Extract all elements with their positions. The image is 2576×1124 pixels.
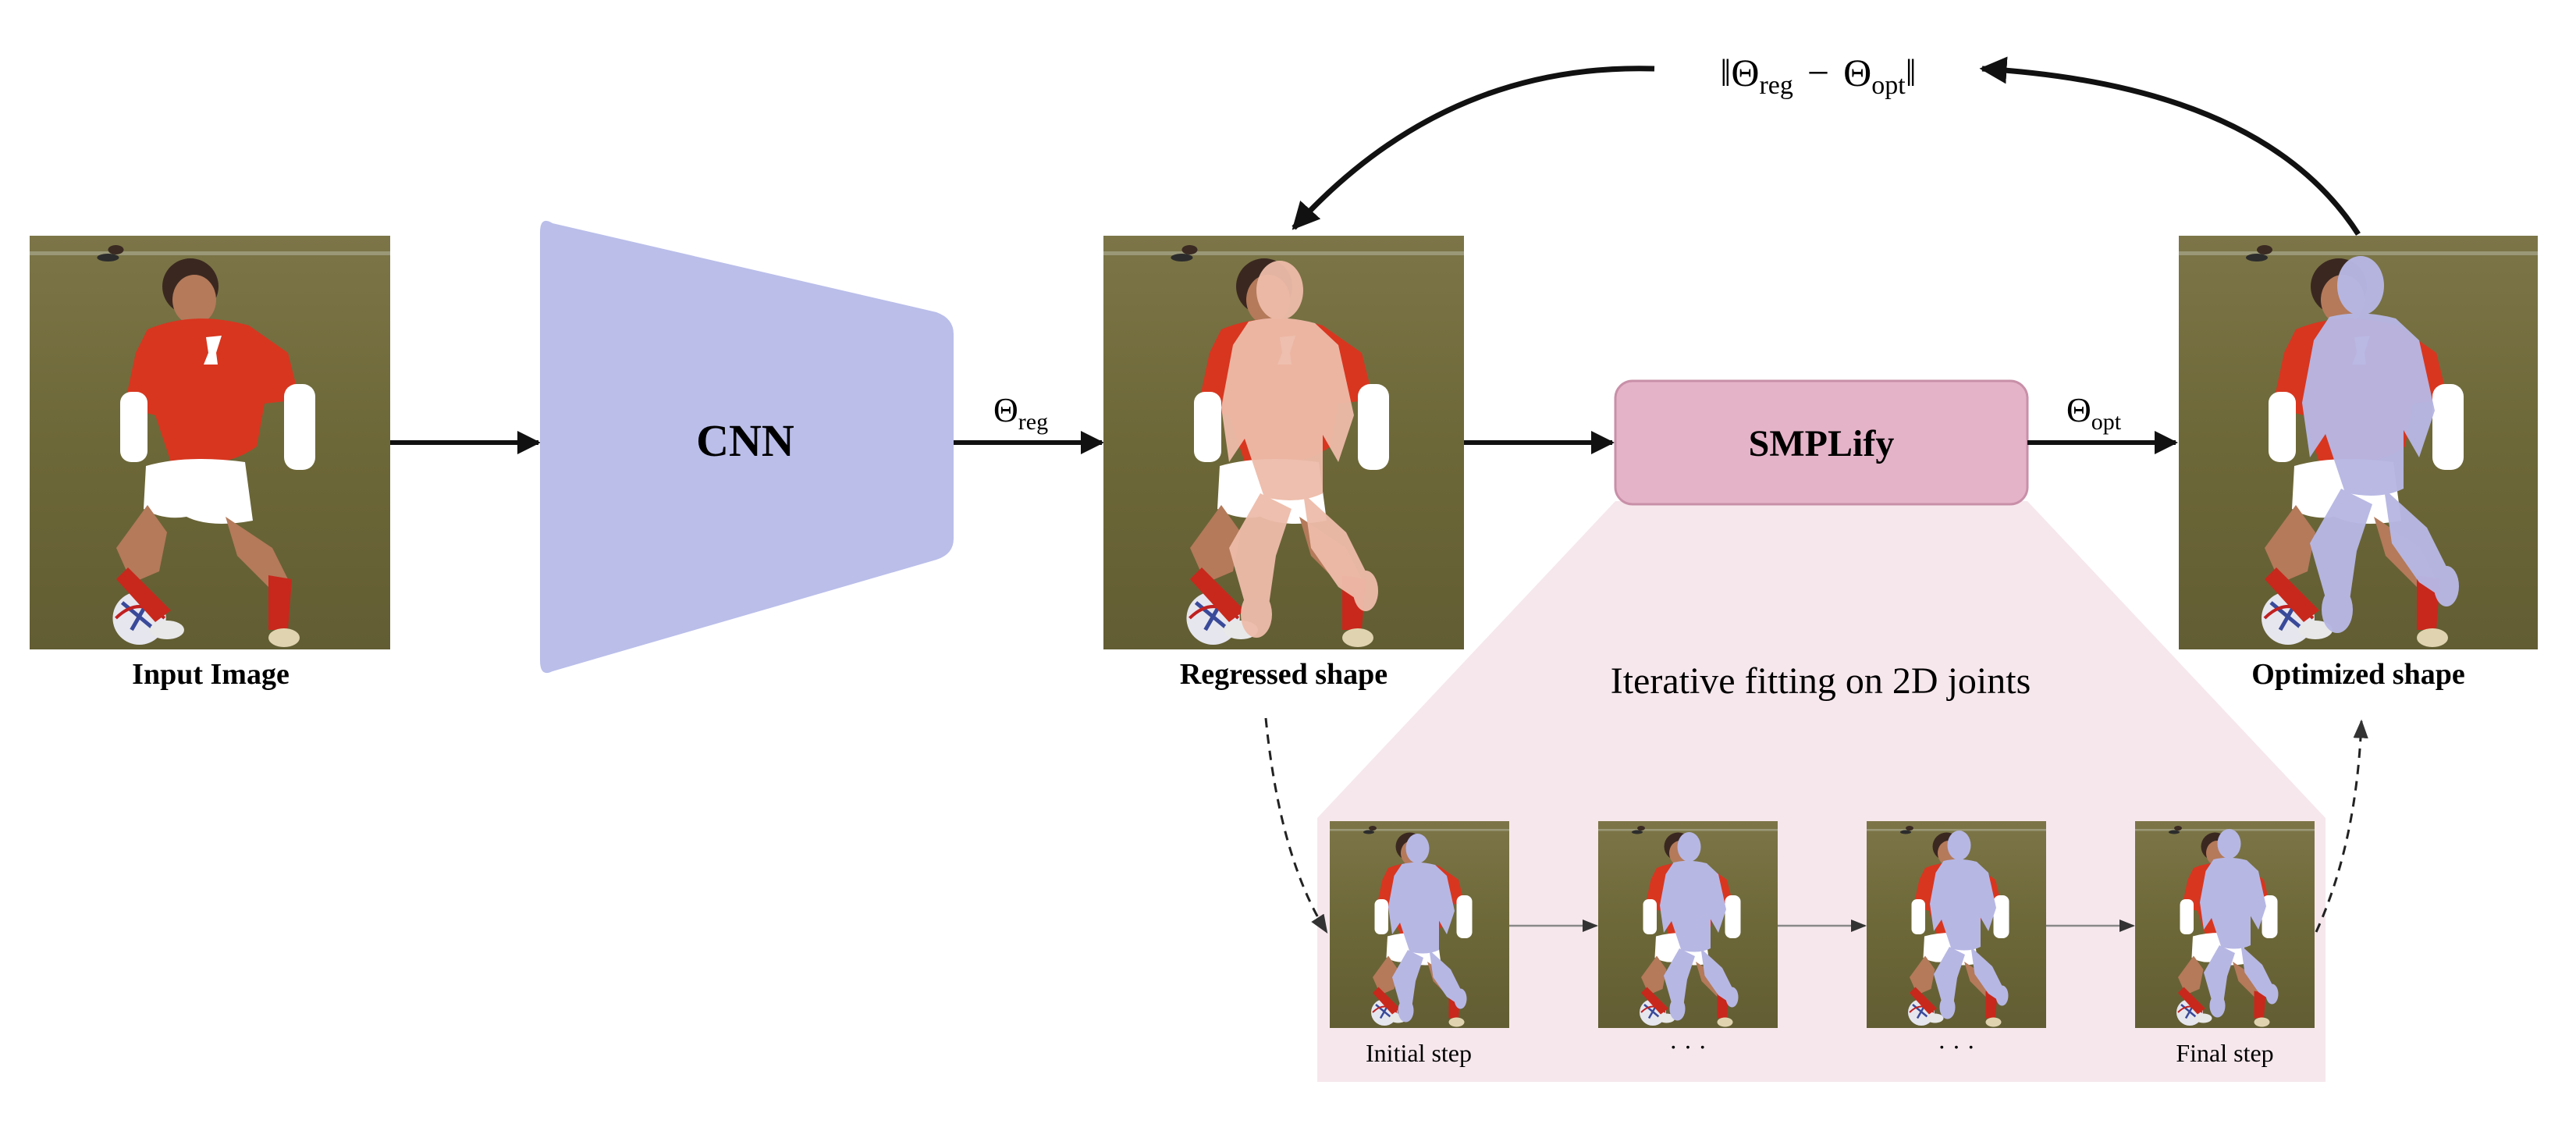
optimized-shape-caption: Optimized shape bbox=[2251, 658, 2464, 691]
theta-reg-symbol: Θ bbox=[993, 391, 1018, 429]
theta-opt-sub: opt bbox=[2091, 409, 2122, 435]
smplify-label: SMPLify bbox=[1749, 423, 1895, 464]
feedback-arrow-right bbox=[1979, 56, 2361, 236]
feedback-arrow-left bbox=[1292, 66, 1655, 230]
theta-opt-label: Θopt bbox=[2066, 391, 2122, 435]
cnn-label: CNN bbox=[696, 415, 794, 466]
regressed-shape-caption: Regressed shape bbox=[1180, 658, 1387, 691]
fitting-step-2-caption: · · · bbox=[1669, 1033, 1707, 1061]
optimized-shape-image bbox=[2179, 236, 2538, 649]
input-image-caption: Input Image bbox=[132, 658, 290, 691]
loss-close: ‖ bbox=[1906, 51, 1917, 94]
fitting-panel-title: Iterative fitting on 2D joints bbox=[1611, 660, 2031, 702]
cnn-block bbox=[540, 220, 954, 674]
input-image bbox=[30, 236, 390, 649]
fitting-panel bbox=[1317, 501, 2326, 1082]
loss-sub2: opt bbox=[1871, 71, 1906, 100]
loss-label: ‖Θreg−Θopt‖ bbox=[1720, 51, 1916, 100]
fitting-step-2 bbox=[1598, 821, 1778, 1028]
loss-theta2: Θ bbox=[1843, 51, 1871, 94]
theta-reg-sub: reg bbox=[1018, 409, 1048, 435]
loss-minus: − bbox=[1807, 51, 1829, 94]
fitting-step-4 bbox=[2135, 821, 2315, 1028]
dashed-arrow-to-initial bbox=[1264, 717, 1328, 934]
dashed-arrow-from-final bbox=[2315, 719, 2368, 933]
theta-reg-label: Θreg bbox=[993, 391, 1048, 435]
loss-open: ‖ bbox=[1720, 51, 1731, 94]
fitting-step-4-caption: Final step bbox=[2176, 1039, 2273, 1067]
theta-opt-symbol: Θ bbox=[2066, 391, 2091, 429]
loss-sub1: reg bbox=[1759, 71, 1793, 100]
fitting-step-3-caption: · · · bbox=[1938, 1033, 1975, 1061]
regressed-shape-image bbox=[1103, 236, 1464, 649]
loss-theta1: Θ bbox=[1731, 51, 1759, 94]
fitting-step-3 bbox=[1867, 821, 2046, 1028]
fitting-step-1 bbox=[1330, 821, 1509, 1028]
fitting-step-1-caption: Initial step bbox=[1366, 1039, 1472, 1067]
